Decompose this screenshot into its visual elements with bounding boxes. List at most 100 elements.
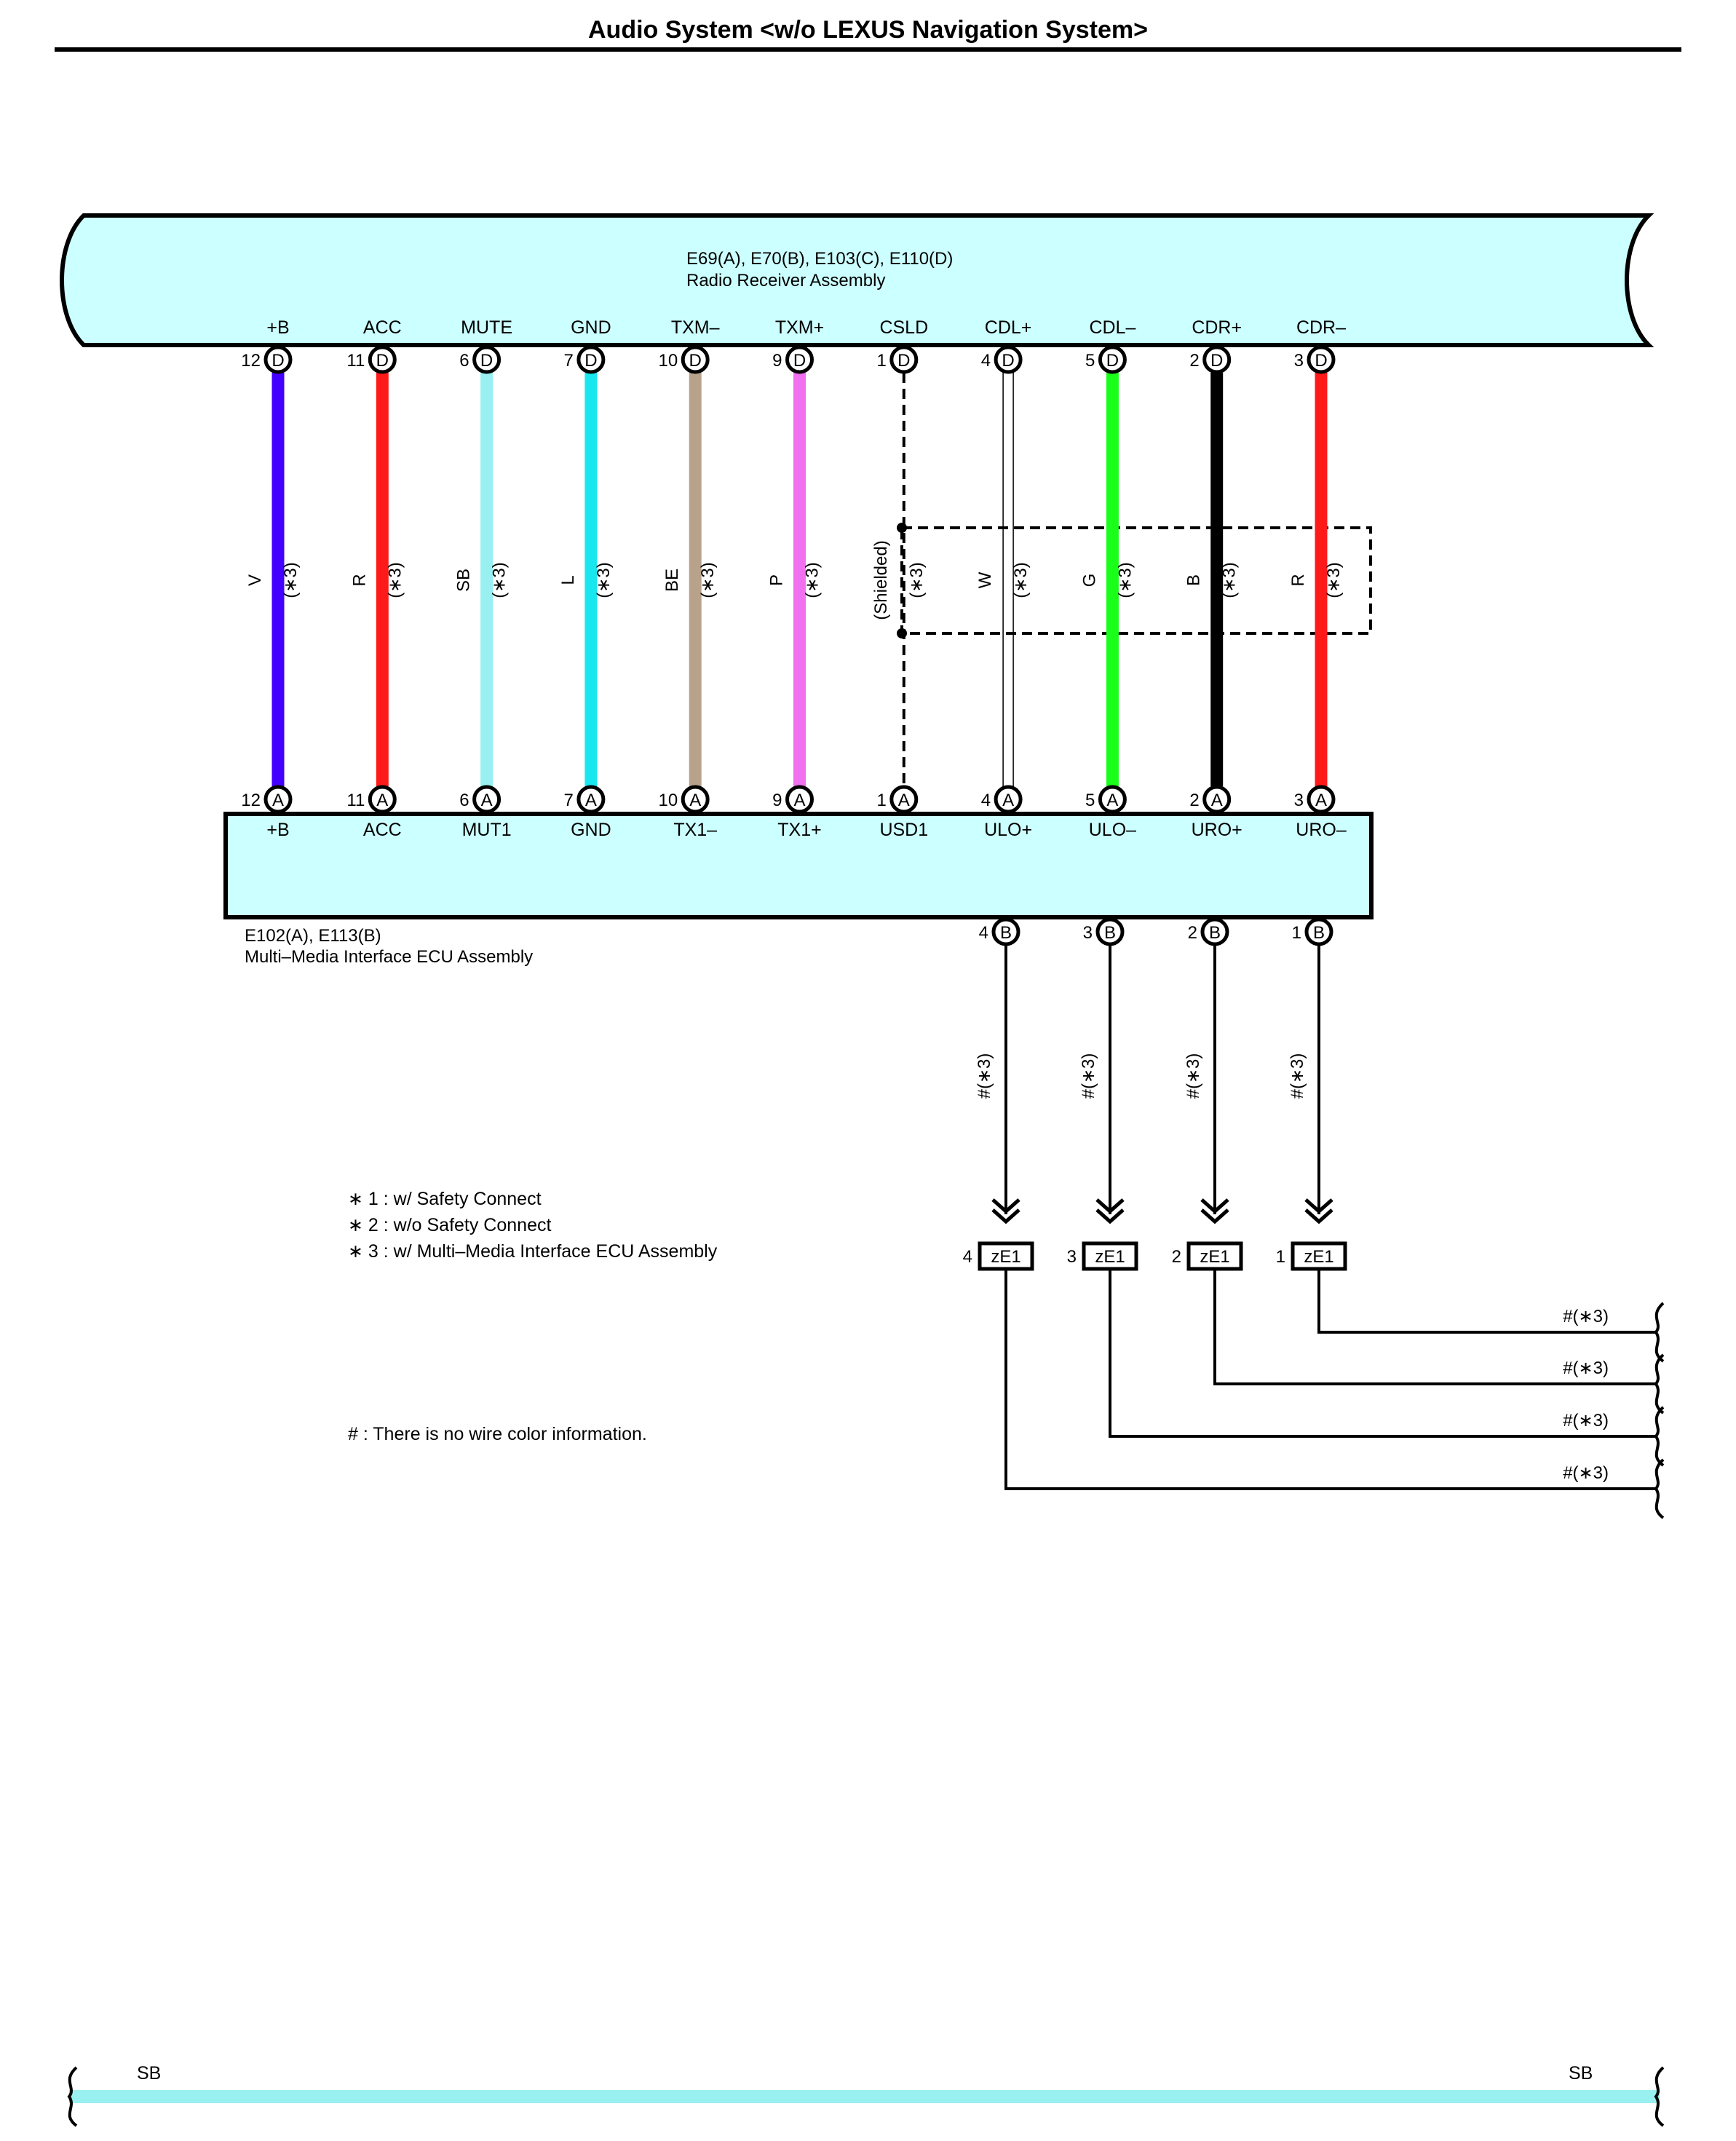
top-connector-letter: D (1106, 351, 1119, 371)
junction-pin-number: 1 (1276, 1247, 1285, 1267)
bottom-connector-letter: A (1106, 791, 1118, 810)
top-connector-letter: D (689, 351, 702, 371)
top-pin-number: 12 (241, 351, 261, 371)
top-pin-label: CDL– (1089, 317, 1135, 338)
top-pin-number: 9 (772, 351, 782, 371)
bottom-pin-number: 6 (459, 791, 469, 810)
top-pin-label: TXM– (671, 317, 720, 338)
bottom-connector-terminal (1098, 785, 1127, 814)
top-connector-terminal (889, 345, 919, 374)
top-connector-terminal (368, 345, 397, 374)
bottom-pin-label: ACC (363, 820, 402, 840)
top-connector-terminal (1307, 345, 1336, 374)
wire-note: (∗3) (385, 562, 405, 598)
top-connector-terminal (576, 345, 606, 374)
bottom-connector-letter: A (898, 791, 910, 810)
bottom-pin-label: URO– (1296, 820, 1347, 840)
output-route-wire (1109, 1269, 1656, 1438)
output-wire-group: B4#(∗3)zE14#(∗3)B3#(∗3)zE13#(∗3)B2#(∗3)z… (963, 917, 1665, 1519)
shield-enclosure (900, 526, 1372, 635)
top-connector-letter: D (1315, 351, 1327, 371)
bus-break-right (1654, 2066, 1665, 2127)
wire-color-code: SB (454, 569, 474, 592)
wire-note: (∗3) (1115, 562, 1135, 598)
junction-connector-label: zE1 (1200, 1247, 1229, 1267)
output-wire-note: #(∗3) (975, 1053, 994, 1099)
bottom-pin-label: TX1– (673, 820, 717, 840)
ecu-b-connector-letter: B (1104, 923, 1116, 943)
bottom-connector-letter: A (585, 791, 597, 810)
bottom-pin-number: 5 (1085, 791, 1095, 810)
top-connector-terminal (1098, 345, 1127, 374)
ecu-b-connector-letter: B (1209, 923, 1221, 943)
bottom-pin-number: 1 (876, 791, 886, 810)
top-connector-terminal (1202, 345, 1232, 374)
junction-connector-box (1082, 1241, 1138, 1271)
bottom-connector-letter: A (481, 791, 493, 810)
wire-note: (∗3) (490, 562, 510, 598)
ecu-b-pin-number: 3 (1083, 923, 1093, 943)
bottom-connector-letter: A (1002, 791, 1014, 810)
bottom-pin-number: 4 (981, 791, 991, 810)
wire-note: (∗3) (803, 562, 823, 598)
arrow-down-icon (1200, 1198, 1229, 1214)
arrow-down-icon (1304, 1198, 1333, 1214)
bottom-connector-terminal (785, 785, 814, 814)
bottom-connector-terminal (1202, 785, 1232, 814)
wire-color-code: V (245, 574, 265, 586)
note-2: ∗ 2 : w/o Safety Connect (348, 1215, 551, 1235)
wire-color-code: P (767, 574, 787, 586)
wire-break-icon (1654, 1458, 1665, 1519)
mmi-ecu-name: Multi–Media Interface ECU Assembly (245, 947, 533, 967)
ecu-b-pin-number: 4 (979, 923, 988, 943)
ecu-b-pin-number: 1 (1292, 923, 1301, 943)
junction-connector-box (1186, 1241, 1243, 1271)
output-route-note: #(∗3) (1563, 1463, 1609, 1483)
bottom-pin-number: 2 (1189, 791, 1199, 810)
wire-color-code: W (975, 571, 995, 588)
arrow-down-icon (1200, 1208, 1229, 1224)
junction-connector-label: zE1 (991, 1247, 1020, 1267)
top-connector-terminal (263, 345, 293, 374)
bottom-pin-label: +B (266, 820, 289, 840)
ecu-b-connector-letter: B (1000, 923, 1012, 943)
bus-left-label: SB (137, 2063, 161, 2083)
bottom-connector-terminal (681, 785, 710, 814)
bottom-connector-letter: A (793, 791, 805, 810)
bottom-connector-letter: A (376, 791, 388, 810)
top-pin-number: 6 (459, 351, 469, 371)
output-route-note: #(∗3) (1563, 1358, 1609, 1378)
radio-receiver-connectors: E69(A), E70(B), E103(C), E110(D) (686, 249, 953, 269)
top-connector-letter: D (376, 351, 389, 371)
bottom-pin-number: 3 (1294, 791, 1304, 810)
mmi-ecu-connectors: E102(A), E113(B) (245, 926, 381, 946)
note-3: ∗ 3 : w/ Multi–Media Interface ECU Assem… (348, 1241, 718, 1262)
bottom-connector-terminal (889, 785, 919, 814)
wire-note: (∗3) (1220, 562, 1240, 598)
top-pin-number: 2 (1189, 351, 1199, 371)
top-pin-number: 3 (1294, 351, 1304, 371)
bottom-pin-number: 10 (658, 791, 678, 810)
shield-junction-dot (897, 523, 907, 533)
top-pin-label: TXM+ (775, 317, 824, 338)
junction-connector-label: zE1 (1304, 1247, 1333, 1267)
bus-break-left (67, 2066, 78, 2127)
top-connector-terminal (785, 345, 814, 374)
output-route-note: #(∗3) (1563, 1307, 1609, 1326)
bottom-connector-terminal (368, 785, 397, 814)
wire-break-icon (1654, 1406, 1665, 1467)
arrow-down-icon (991, 1208, 1020, 1224)
bottom-connector-letter: A (1315, 791, 1327, 810)
arrow-down-icon (1304, 1208, 1333, 1224)
wire-break-icon (1654, 1353, 1665, 1414)
bottom-pin-number: 9 (772, 791, 782, 810)
output-route-wire (1317, 1269, 1656, 1334)
bottom-pin-number: 7 (564, 791, 574, 810)
top-pin-label: MUTE (461, 317, 512, 338)
top-pin-number: 1 (876, 351, 886, 371)
hash-note: # : There is no wire color information. (348, 1424, 647, 1444)
wire-color-code: B (1184, 574, 1204, 586)
wire-color-code: R (349, 574, 369, 586)
bottom-connector-letter: A (1211, 791, 1223, 810)
junction-pin-number: 3 (1067, 1247, 1077, 1267)
